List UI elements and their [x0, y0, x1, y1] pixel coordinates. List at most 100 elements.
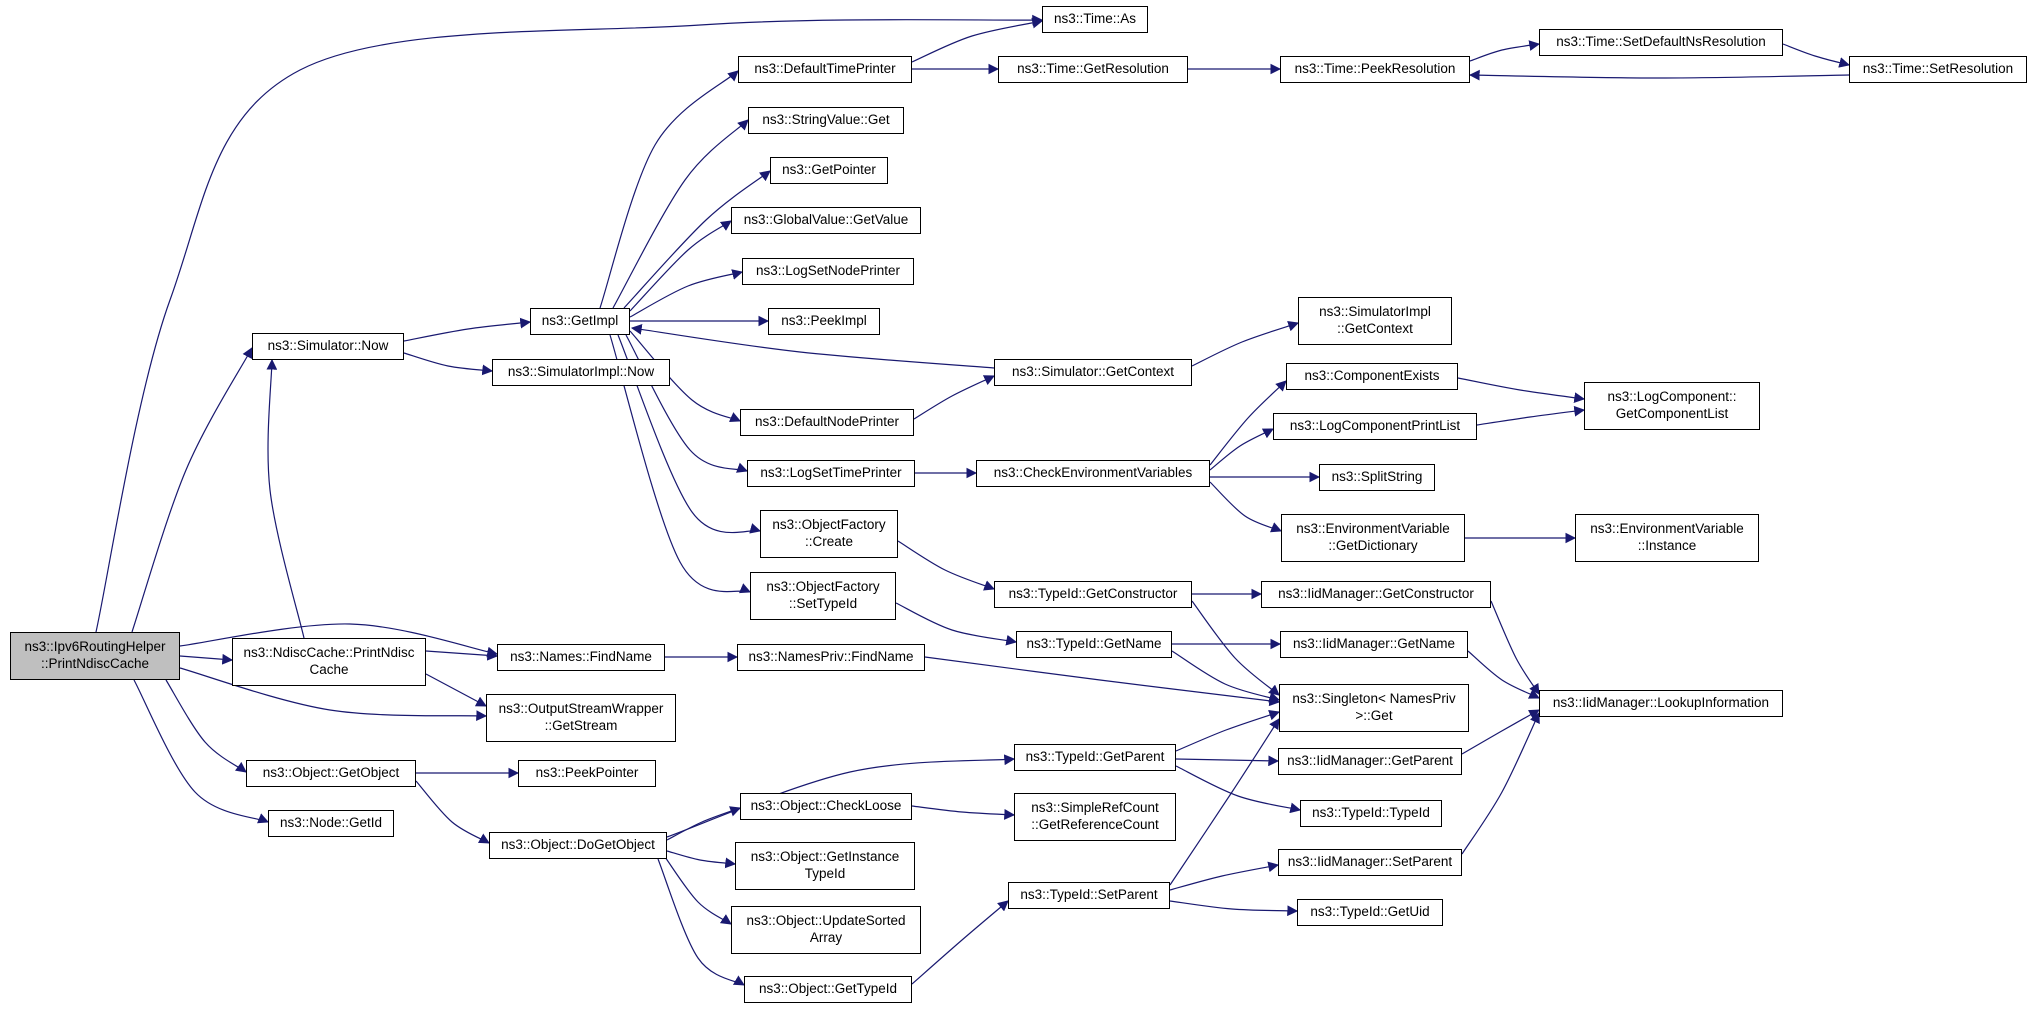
node-get-impl[interactable]: ns3::GetImpl	[530, 308, 630, 335]
edge-type-id-set-parent--singleton-names-priv-get	[1169, 718, 1280, 886]
node-object-get-type-id[interactable]: ns3::Object::GetTypeId	[744, 976, 912, 1003]
node-time-as[interactable]: ns3::Time::As	[1042, 6, 1148, 33]
edge-object-do-get-object--type-id-get-parent	[666, 754, 1016, 838]
node-label: ns3::Time::SetDefaultNsResolution	[1556, 34, 1766, 50]
node-type-id-get-name[interactable]: ns3::TypeId::GetName	[1016, 631, 1172, 658]
node-simple-ref-count-get-reference-count[interactable]: ns3::SimpleRefCount::GetReferenceCount	[1014, 793, 1176, 841]
node-type-id-set-parent[interactable]: ns3::TypeId::SetParent	[1008, 882, 1170, 909]
node-label: ::Create	[804, 534, 854, 549]
node-iid-manager-get-constructor[interactable]: ns3::IidManager::GetConstructor	[1261, 581, 1491, 608]
node-label: ns3::LogSetNodePrinter	[755, 263, 901, 279]
edge-object-get-type-id--type-id-set-parent	[911, 900, 1009, 985]
edge-ipv6-routing-helper-print-ndisc-cache--output-stream-wrapper-get-stream	[179, 667, 488, 722]
node-default-node-printer[interactable]: ns3::DefaultNodePrinter	[740, 409, 914, 436]
node-environment-variable-instance[interactable]: ns3::EnvironmentVariable::Instance	[1575, 514, 1759, 562]
node-log-set-node-printer[interactable]: ns3::LogSetNodePrinter	[742, 258, 914, 285]
node-label: TypeId	[804, 866, 846, 881]
node-label: Cache	[309, 662, 349, 677]
node-label: ns3::Names::FindName	[510, 649, 652, 665]
node-iid-manager-lookup-information[interactable]: ns3::IidManager::LookupInformation	[1539, 690, 1783, 717]
edge-object-do-get-object--object-check-loose	[666, 806, 742, 841]
node-label: ns3::GetImpl	[541, 313, 619, 329]
node-simulator-now[interactable]: ns3::Simulator::Now	[252, 333, 404, 360]
edge-ipv6-routing-helper-print-ndisc-cache--object-get-object	[165, 679, 247, 773]
node-time-peek-resolution[interactable]: ns3::Time::PeekResolution	[1280, 56, 1470, 83]
node-names-find-name[interactable]: ns3::Names::FindName	[497, 644, 665, 671]
node-label: ns3::Simulator::Now	[267, 338, 389, 354]
edge-object-factory-set-type-id--type-id-get-name	[895, 602, 1018, 646]
node-label: ns3::Object::GetObject	[262, 765, 400, 781]
node-environment-variable-get-dictionary[interactable]: ns3::EnvironmentVariable::GetDictionary	[1281, 514, 1465, 562]
node-get-pointer[interactable]: ns3::GetPointer	[770, 157, 888, 184]
node-type-id-type-id[interactable]: ns3::TypeId::TypeId	[1300, 800, 1442, 827]
node-label: ns3::Object::GetTypeId	[758, 981, 898, 997]
edge-object-do-get-object--object-update-sorted-array	[664, 856, 732, 925]
node-global-value-get-value[interactable]: ns3::GlobalValue::GetValue	[731, 207, 921, 234]
node-simulator-impl-get-context[interactable]: ns3::SimulatorImpl::GetContext	[1298, 297, 1452, 345]
node-log-component-print-list[interactable]: ns3::LogComponentPrintList	[1273, 413, 1477, 440]
node-type-id-get-constructor[interactable]: ns3::TypeId::GetConstructor	[994, 581, 1192, 608]
node-simulator-get-context[interactable]: ns3::Simulator::GetContext	[994, 359, 1192, 386]
node-label: ns3::TypeId::GetUid	[1310, 904, 1430, 920]
edge-type-id-get-name--singleton-names-priv-get	[1171, 650, 1281, 703]
node-type-id-get-uid[interactable]: ns3::TypeId::GetUid	[1297, 899, 1443, 926]
node-label: ns3::Object::GetInstance	[750, 849, 900, 865]
node-output-stream-wrapper-get-stream[interactable]: ns3::OutputStreamWrapper::GetStream	[486, 694, 676, 742]
node-log-component-get-component-list[interactable]: ns3::LogComponent::GetComponentList	[1584, 382, 1760, 430]
node-split-string[interactable]: ns3::SplitString	[1319, 464, 1435, 491]
edge-check-environment-variables--component-exists	[1209, 380, 1287, 466]
node-label: ns3::CheckEnvironmentVariables	[993, 465, 1193, 481]
node-object-check-loose[interactable]: ns3::Object::CheckLoose	[740, 793, 912, 820]
node-label: ns3::DefaultTimePrinter	[754, 61, 896, 77]
node-label: ns3::StringValue::Get	[762, 112, 890, 128]
node-object-factory-set-type-id[interactable]: ns3::ObjectFactory::SetTypeId	[750, 572, 896, 620]
node-peek-impl[interactable]: ns3::PeekImpl	[768, 308, 880, 335]
edge-iid-manager-get-name--iid-manager-lookup-information	[1467, 650, 1540, 699]
node-label: ns3::Object::DoGetObject	[501, 837, 655, 853]
node-check-environment-variables[interactable]: ns3::CheckEnvironmentVariables	[976, 460, 1210, 487]
node-object-get-object[interactable]: ns3::Object::GetObject	[246, 760, 416, 787]
node-singleton-names-priv-get[interactable]: ns3::Singleton< NamesPriv>::Get	[1279, 684, 1469, 732]
node-names-priv-find-name[interactable]: ns3::NamesPriv::FindName	[737, 644, 925, 671]
edge-component-exists--log-component-get-component-list	[1457, 377, 1586, 403]
node-label: ::Instance	[1637, 538, 1697, 553]
edge-ipv6-routing-helper-print-ndisc-cache--simulator-now	[131, 347, 253, 633]
node-peek-pointer[interactable]: ns3::PeekPointer	[518, 760, 656, 787]
node-iid-manager-get-parent[interactable]: ns3::IidManager::GetParent	[1278, 748, 1462, 775]
node-ipv6-routing-helper-print-ndisc-cache: ns3::Ipv6RoutingHelper::PrintNdiscCache	[10, 632, 180, 680]
edge-object-factory-create--type-id-get-constructor	[897, 540, 996, 591]
node-time-set-resolution[interactable]: ns3::Time::SetResolution	[1849, 56, 2027, 83]
node-object-do-get-object[interactable]: ns3::Object::DoGetObject	[489, 832, 667, 859]
edge-object-get-object--object-do-get-object	[415, 780, 490, 844]
node-label: ns3::IidManager::LookupInformation	[1552, 695, 1770, 711]
edge-get-impl--default-time-printer	[599, 70, 739, 309]
node-component-exists[interactable]: ns3::ComponentExists	[1286, 363, 1458, 390]
node-iid-manager-set-parent[interactable]: ns3::IidManager::SetParent	[1278, 849, 1462, 876]
node-string-value-get[interactable]: ns3::StringValue::Get	[748, 107, 904, 134]
node-label: ns3::NamesPriv::FindName	[748, 649, 914, 665]
node-label: ns3::ComponentExists	[1304, 368, 1440, 384]
edge-type-id-set-parent--iid-manager-set-parent	[1169, 861, 1280, 891]
node-type-id-get-parent[interactable]: ns3::TypeId::GetParent	[1014, 744, 1176, 771]
node-node-get-id[interactable]: ns3::Node::GetId	[268, 810, 394, 837]
node-object-factory-create[interactable]: ns3::ObjectFactory::Create	[760, 510, 898, 558]
node-label: ns3::SimpleRefCount	[1031, 800, 1159, 816]
node-label: ns3::TypeId::SetParent	[1020, 887, 1158, 903]
node-log-set-time-printer[interactable]: ns3::LogSetTimePrinter	[747, 460, 915, 487]
edge-type-id-set-parent--type-id-get-uid	[1169, 900, 1299, 917]
node-time-set-default-ns-resolution[interactable]: ns3::Time::SetDefaultNsResolution	[1539, 29, 1783, 56]
node-label: ns3::TypeId::GetName	[1026, 636, 1162, 652]
node-time-get-resolution[interactable]: ns3::Time::GetResolution	[998, 56, 1188, 83]
node-label: ::GetContext	[1337, 321, 1413, 336]
node-label: ns3::Simulator::GetContext	[1011, 364, 1175, 380]
node-default-time-printer[interactable]: ns3::DefaultTimePrinter	[738, 56, 912, 83]
edge-simulator-now--simulator-impl-now	[403, 352, 494, 376]
node-label: ns3::PeekPointer	[535, 765, 639, 781]
node-iid-manager-get-name[interactable]: ns3::IidManager::GetName	[1280, 631, 1468, 658]
node-label: >::Get	[1355, 708, 1393, 723]
node-simulator-impl-now[interactable]: ns3::SimulatorImpl::Now	[492, 359, 670, 386]
node-label: ns3::Time::As	[1053, 11, 1137, 27]
